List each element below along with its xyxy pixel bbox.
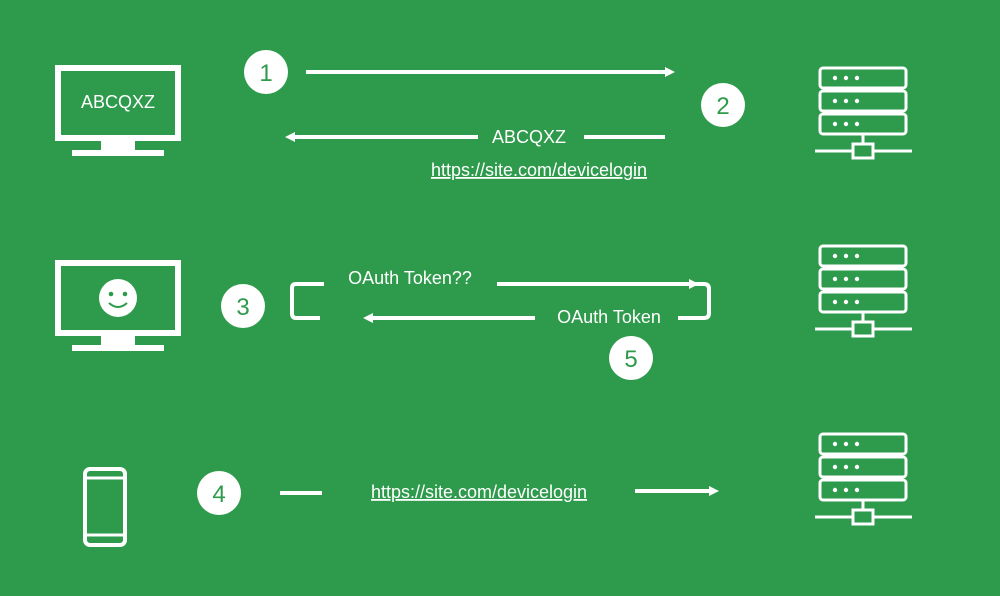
step-2-number: 2 — [716, 93, 729, 120]
phone-login-url: https://site.com/devicelogin — [371, 482, 587, 502]
server-icon — [815, 66, 912, 160]
step-5-badge: 5 — [609, 336, 653, 380]
step-3-number: 3 — [236, 294, 249, 321]
poll-loop-left — [290, 282, 324, 320]
step-5-number: 5 — [624, 346, 637, 373]
smiley-icon — [99, 279, 137, 317]
step-2-badge: 2 — [701, 83, 745, 127]
phone-icon — [83, 467, 127, 547]
step-1-number: 1 — [259, 60, 272, 87]
server-icon — [815, 244, 912, 338]
monitor-smiley-icon — [55, 260, 181, 351]
device-login-url: https://site.com/devicelogin — [431, 160, 647, 180]
step-3-badge: 3 — [221, 284, 265, 328]
token-request-label: OAuth Token?? — [348, 268, 472, 288]
server-icon — [815, 432, 912, 526]
step-1-badge: 1 — [244, 50, 288, 94]
token-response-label: OAuth Token — [557, 307, 661, 327]
step-4-number: 4 — [212, 481, 225, 508]
step-4-badge: 4 — [197, 471, 241, 515]
monitor-code-text: ABCQXZ — [81, 92, 155, 112]
monitor-icon: ABCQXZ — [55, 65, 181, 156]
code-label: ABCQXZ — [492, 127, 566, 147]
poll-loop-right — [678, 282, 711, 320]
